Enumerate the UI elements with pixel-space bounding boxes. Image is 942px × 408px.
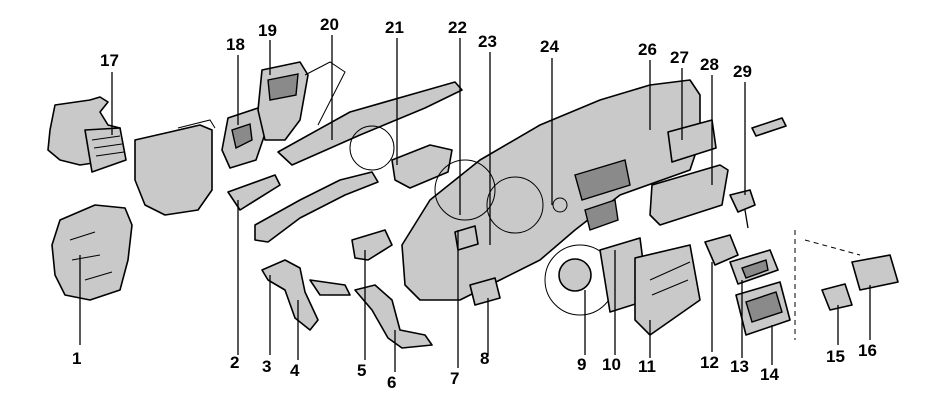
part-blower-unit [51, 204, 133, 301]
part-bracket-5 [351, 229, 393, 261]
callout-22: 22 [448, 18, 467, 37]
callout-8: 8 [480, 349, 489, 368]
callout-7: 7 [450, 369, 459, 388]
part-instrument-panel [401, 79, 701, 306]
part-lower-duct [227, 171, 379, 243]
callout-29: 29 [733, 62, 752, 81]
callout-27: 27 [670, 48, 689, 67]
callout-20: 20 [320, 15, 339, 34]
callout-21: 21 [385, 18, 404, 37]
part-rear-duct-6 [354, 284, 433, 349]
callout-11: 11 [638, 357, 656, 376]
callout-13: 13 [730, 357, 749, 376]
part-glove-box [649, 119, 729, 226]
callout-12: 12 [700, 353, 719, 372]
part-switch-15-16 [794, 230, 899, 340]
leader-lines [79, 35, 871, 372]
callout-9: 9 [577, 355, 586, 374]
callout-labels: 1 2 3 4 5 6 7 8 9 10 11 12 13 14 15 16 1… [72, 15, 877, 392]
callout-17: 17 [100, 51, 119, 70]
callout-24: 24 [540, 37, 559, 56]
callout-18: 18 [226, 35, 245, 54]
callout-6: 6 [387, 373, 396, 392]
callout-1: 1 [72, 349, 81, 368]
callout-16: 16 [858, 341, 877, 360]
part-control-panel [729, 249, 791, 336]
part-lock-29 [729, 117, 787, 229]
part-floor-duct-3-4 [261, 259, 351, 331]
part-duct-18-19 [221, 61, 309, 169]
callout-26: 26 [638, 40, 657, 59]
callout-10: 10 [602, 355, 621, 374]
part-vent-21 [391, 144, 453, 189]
callout-23: 23 [478, 32, 497, 51]
callout-14: 14 [760, 365, 779, 384]
part-heater-upper [47, 96, 216, 216]
callout-3: 3 [262, 357, 271, 376]
callout-19: 19 [258, 21, 277, 40]
callout-4: 4 [290, 361, 300, 380]
callout-15: 15 [826, 347, 845, 366]
part-bracket-12 [704, 234, 739, 266]
callout-28: 28 [700, 55, 719, 74]
part-meter-cluster [544, 237, 701, 336]
callout-5: 5 [357, 361, 366, 380]
callout-2: 2 [230, 353, 239, 372]
